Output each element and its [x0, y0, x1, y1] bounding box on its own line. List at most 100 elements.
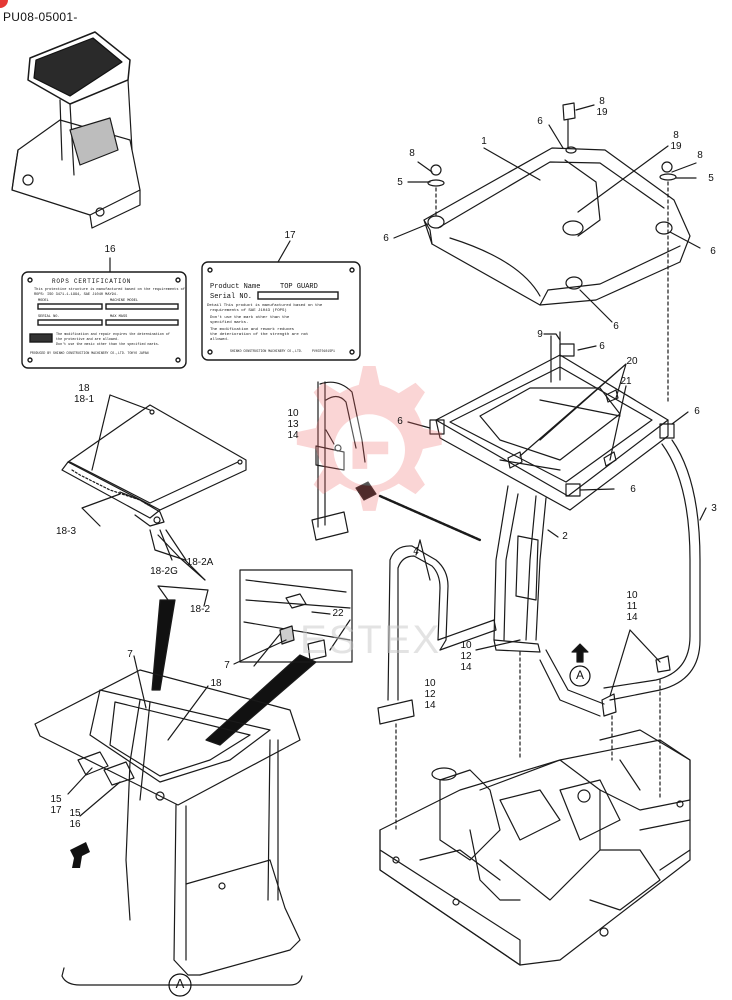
callout-number: 10 [287, 408, 299, 419]
callout-6-top: 6 [537, 116, 543, 127]
callout-number: 6 [630, 484, 636, 495]
callout-number: 12 [424, 689, 436, 700]
callout-number: 10 [626, 590, 638, 601]
cab-thumbnail [11, 31, 141, 229]
top-guard-line: specified marks. [210, 321, 249, 325]
callout-number: 22 [332, 608, 344, 619]
callout-number: 19 [596, 107, 608, 118]
callout-21: 21 [620, 376, 631, 387]
rops-field-label: MODEL [38, 299, 49, 303]
callout-number: 14 [626, 612, 638, 623]
callout-16: 16 [104, 244, 115, 255]
callout-number: 15 [50, 794, 62, 805]
callout-6-frame-left: 6 [397, 416, 403, 427]
page-title: PU08-05001- [3, 10, 78, 24]
callout-number: 9 [537, 329, 543, 340]
callout-number: 6 [613, 321, 619, 332]
serial-number-label: Serial NO. [210, 293, 253, 301]
callout-2: 2 [562, 531, 568, 542]
callout-number: 6 [397, 416, 403, 427]
callout-18-2G: 18-2G [150, 566, 178, 577]
rops-line: The modification and repair expires the … [56, 333, 170, 337]
callout-number: 8 [409, 148, 415, 159]
callout-number: 18-2 [189, 604, 211, 615]
callout-number: 13 [287, 419, 299, 430]
floor-plate-frame [34, 669, 301, 976]
callout-number: 7 [224, 660, 230, 671]
rops-field-label: MAX MASS [110, 315, 128, 319]
top-guard-line: Don't use the mark other than the [210, 316, 290, 320]
callout-4: 4 [413, 546, 419, 557]
direction-arrow-left [70, 842, 90, 868]
callout-18-2A: 18-2A [187, 557, 214, 568]
callout-number: 6 [383, 233, 389, 244]
callout-number: 10 [424, 678, 436, 689]
side-handrail [377, 539, 497, 831]
top-guard-plate-outline [201, 261, 361, 361]
callout-17: 17 [284, 230, 295, 241]
watermark-gear-icon [296, 366, 442, 511]
floor-mat-assembly [61, 404, 247, 581]
callout-number: 5 [397, 177, 403, 188]
callout-number: 6 [710, 246, 716, 257]
callout-3: 3 [711, 503, 717, 514]
callout-1: 1 [481, 136, 487, 147]
callout-5-left: 5 [397, 177, 403, 188]
rops-field-label: SERIAL NO. [38, 315, 60, 319]
top-guard-code: PV03T0101SP1 [312, 349, 335, 353]
callout-22: 22 [332, 608, 343, 619]
detail-a-marker-bottom [168, 973, 192, 997]
rops-footer: PRODUCED BY SHINKO CONSTRUCTION MACHINER… [30, 351, 149, 355]
detail-a-marker-right [569, 665, 591, 687]
callout-number: 8 [599, 96, 605, 107]
callout-18-3: 18-3 [56, 526, 76, 537]
callout-18-floor: 18 [210, 678, 221, 689]
callout-9: 9 [537, 329, 543, 340]
callout-number: 18-2G [150, 566, 178, 577]
callout-number: 14 [460, 662, 472, 673]
rops-line: ROPS: ISO 3471-1-1994, SAE J1040 MAY94. [34, 293, 119, 297]
top-guard-line: The modification and rework reduces [210, 328, 295, 332]
callout-6-frame: 6 [599, 341, 605, 352]
callout-8-right: 8 [697, 150, 703, 161]
callout-5-right: 5 [708, 173, 714, 184]
callout-7-inset: 7 [224, 660, 230, 671]
top-guard-line: requirements of SAE J1043 (FOPS) [210, 309, 287, 313]
callout-number: 15 [69, 808, 81, 819]
rops-line: the protective and are allowed. [56, 338, 120, 342]
callout-6-right: 6 [710, 246, 716, 257]
callout-number: 16 [104, 244, 116, 255]
corner-badge-icon [0, 0, 8, 8]
callout-number: 6 [599, 341, 605, 352]
canopy-frame-top [429, 331, 675, 511]
callout-18-2: 18-2 [190, 604, 210, 615]
callout-number: 11 [626, 601, 638, 612]
callout-20: 20 [626, 356, 637, 367]
rops-field-label: MACHINE MODEL [110, 299, 139, 303]
canopy-roof [423, 102, 691, 306]
callout-number: 4 [413, 546, 419, 557]
watermark-text: ESTEX [300, 618, 442, 662]
callout-number: 19 [670, 141, 682, 152]
top-guard-line: the deterioration of the strength are no… [210, 333, 309, 337]
handrail-post [311, 381, 366, 541]
callout-number: 14 [424, 700, 436, 711]
callout-number: 21 [620, 376, 632, 387]
product-name-label: Product Name [210, 283, 261, 291]
callout-number: 16 [69, 819, 81, 830]
callout-number: 6 [694, 406, 700, 417]
callout-number: 18-3 [55, 526, 77, 537]
inset-detail [239, 569, 353, 667]
top-guard-line: allowed. [210, 338, 230, 342]
callout-6-left: 6 [383, 233, 389, 244]
